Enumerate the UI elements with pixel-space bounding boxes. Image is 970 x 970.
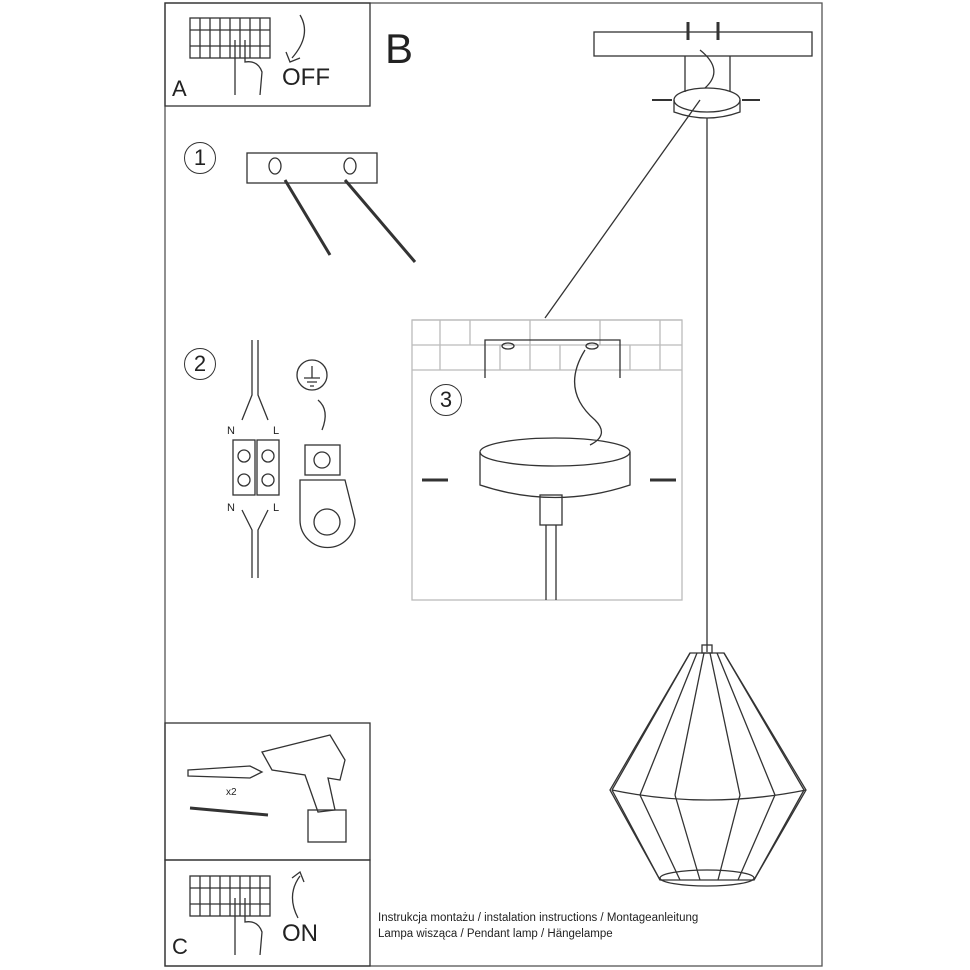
pendant-lamp-shade bbox=[609, 644, 807, 887]
panel-c-frame bbox=[164, 859, 371, 967]
arrow-down-icon bbox=[285, 14, 306, 63]
caption-line-2: Lampa wisząca / Pendant lamp / Hängelamp… bbox=[378, 928, 613, 940]
callout-line bbox=[544, 99, 701, 319]
quantity-label: x2 bbox=[226, 787, 237, 798]
outer-frame bbox=[164, 2, 823, 967]
screw-icon bbox=[189, 806, 269, 817]
on-label: ON bbox=[282, 920, 318, 947]
terminal-l-bottom: L bbox=[273, 502, 280, 514]
panel-b-label: B bbox=[385, 25, 414, 72]
off-label: OFF bbox=[282, 64, 330, 91]
step-1-number: 1 bbox=[184, 142, 216, 174]
circuit-breaker-icon bbox=[189, 875, 271, 917]
ground-icon bbox=[296, 359, 356, 549]
drill-icon bbox=[261, 734, 347, 843]
terminal-n-top: N bbox=[227, 425, 235, 437]
hand-icon bbox=[234, 40, 263, 96]
circuit-breaker-icon bbox=[189, 17, 271, 59]
arrow-up-icon bbox=[291, 870, 305, 919]
tools-panel-frame bbox=[164, 722, 371, 861]
caption: Instrukcja montażu / instalation instruc… bbox=[378, 910, 698, 942]
step-2-number: 2 bbox=[184, 348, 216, 380]
panel-a-label: A bbox=[172, 76, 187, 101]
terminal-n-bottom: N bbox=[227, 502, 235, 514]
hand-icon bbox=[234, 898, 263, 956]
step-3-number: 3 bbox=[430, 384, 462, 416]
caption-line-1: Instrukcja montażu / instalation instruc… bbox=[378, 912, 699, 924]
panel-c-label: C bbox=[172, 934, 188, 959]
step-3-detail bbox=[411, 319, 683, 601]
wall-plug-icon bbox=[187, 765, 264, 779]
terminal-block-icon bbox=[232, 340, 280, 578]
panel-a-frame bbox=[164, 2, 371, 107]
ceiling-canopy bbox=[593, 22, 813, 119]
terminal-l-top: L bbox=[273, 425, 280, 437]
step-1-drawing bbox=[246, 152, 417, 263]
